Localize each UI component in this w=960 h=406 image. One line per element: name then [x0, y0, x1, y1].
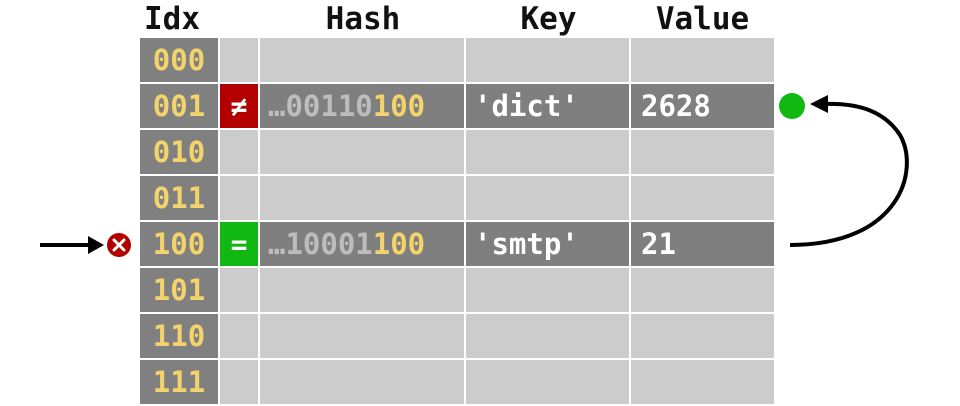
row-index: 100 [140, 222, 220, 266]
key-cell [466, 38, 631, 82]
hash-cell [260, 360, 466, 404]
hash-cell [260, 176, 466, 220]
entry-arrow-icon [40, 236, 104, 254]
row-index: 110 [140, 314, 220, 358]
compare-cell [220, 268, 260, 312]
curved-arrow-icon [789, 95, 909, 247]
header-hash: Hash [325, 1, 401, 37]
header-idx: Idx [144, 1, 200, 37]
hash-cell [260, 130, 466, 174]
hash-prefix: …00110 [268, 89, 373, 123]
table-row-000: 000 [140, 38, 774, 84]
value-cell: 2628 [631, 84, 774, 128]
hash-suffix: 100 [372, 89, 426, 123]
row-index: 001 [140, 84, 220, 128]
compare-cell [220, 176, 260, 220]
compare-cell [220, 38, 260, 82]
table-row-110: 110 [140, 314, 774, 360]
equal-icon: = [220, 222, 260, 266]
green-dot-icon [779, 93, 805, 119]
hash-cell [260, 268, 466, 312]
key-cell [466, 130, 631, 174]
not-equal-icon: ≠ [220, 84, 260, 128]
compare-cell [220, 314, 260, 358]
key-cell [466, 360, 631, 404]
value-cell [631, 38, 774, 82]
value-cell [631, 130, 774, 174]
key-cell [466, 268, 631, 312]
hash-suffix: 100 [372, 227, 426, 261]
row-index: 111 [140, 360, 220, 404]
key-cell: 'dict' [466, 84, 631, 128]
table-row-101: 101 [140, 268, 774, 314]
row-index: 101 [140, 268, 220, 312]
key-cell [466, 176, 631, 220]
table-row-010: 010 [140, 130, 774, 176]
row-index: 000 [140, 38, 220, 82]
key-cell [466, 314, 631, 358]
value-cell [631, 176, 774, 220]
value-cell: 21 [631, 222, 774, 266]
compare-cell [220, 130, 260, 174]
red-x-circle-icon [107, 233, 131, 257]
value-cell [631, 314, 774, 358]
compare-cell [220, 360, 260, 404]
hash-prefix: …10001 [268, 227, 373, 261]
value-cell [631, 360, 774, 404]
header-key: Key [520, 1, 577, 37]
hash-cell [260, 38, 466, 82]
hash-cell [260, 314, 466, 358]
key-cell: 'smtp' [466, 222, 631, 266]
table-row-011: 011 [140, 176, 774, 222]
row-index: 011 [140, 176, 220, 220]
value-cell [631, 268, 774, 312]
header-value: Value [655, 1, 750, 37]
table-row-111: 111 [140, 360, 774, 404]
row-index: 010 [140, 130, 220, 174]
